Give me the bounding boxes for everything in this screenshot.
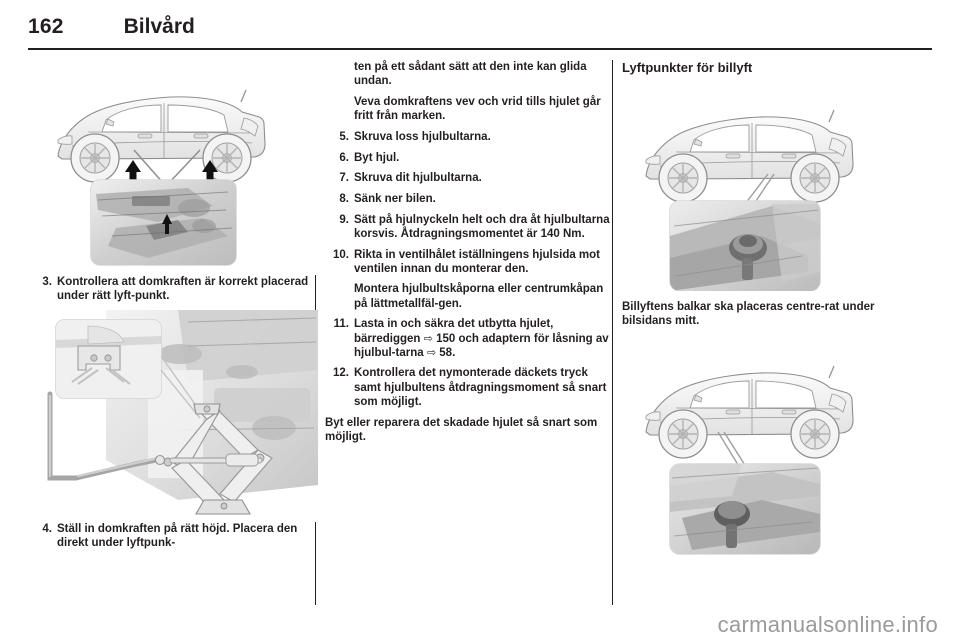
step-11-text-mid: och adaptern för låsning av hjulbul‑tarn… bbox=[354, 332, 609, 359]
step-11-text-before: Lasta in och säkra det utbytta hjulet, b… bbox=[354, 318, 554, 345]
step-8-text: Sänk ner bilen. bbox=[354, 192, 436, 205]
step-11-ref-2: 58 bbox=[439, 346, 453, 359]
left-step-list: 3. Kontrollera att domkraften är korrekt… bbox=[28, 275, 318, 303]
page-number: 162 bbox=[28, 15, 64, 38]
middle-step-list: 5. Skruva loss hjulbultarna. 6. Byt hjul… bbox=[325, 130, 615, 409]
step-5-number: 5. bbox=[339, 130, 349, 143]
step-11-ref-1: 150 bbox=[436, 332, 456, 345]
closing-paragraph: Byt eller reparera det skadade hjulet så… bbox=[325, 416, 598, 443]
step-3-text: Kontrollera att domkraften är korrekt pl… bbox=[57, 276, 309, 303]
step-5: 5. Skruva loss hjulbultarna. bbox=[325, 130, 615, 144]
right-column: Lyftpunkter för billyft bbox=[622, 60, 912, 559]
scissor-jack-figure bbox=[28, 309, 318, 522]
step-9-text: Sätt på hjulnyckeln helt och dra åt hjul… bbox=[354, 213, 610, 240]
step-10-text: Rikta in ventilhålet iställningens hjuls… bbox=[354, 248, 601, 275]
step-9-number: 9. bbox=[339, 213, 349, 226]
step-12-number: 12. bbox=[333, 367, 349, 380]
step-6-number: 6. bbox=[339, 151, 349, 164]
paragraph-continued-2: Veva domkraftens vev och vrid tills hjul… bbox=[354, 95, 601, 123]
step-12-text: Kontrollera det nymonterade däckets tryc… bbox=[354, 367, 607, 408]
paragraph-after-step-10: Montera hjulbultskåporna eller centrumkå… bbox=[354, 283, 604, 310]
step-12: 12. Kontrollera det nymonterade däckets … bbox=[325, 366, 615, 409]
left-column: 3. Kontrollera att domkraften är korrekt… bbox=[28, 60, 318, 557]
step-4: 4. Ställ in domkraften på rätt höjd. Pla… bbox=[28, 522, 318, 550]
step-7-text: Skruva dit hjulbultarna. bbox=[354, 172, 482, 185]
step-6: 6. Byt hjul. bbox=[325, 151, 615, 165]
site-watermark: carmanualsonline.info bbox=[717, 612, 938, 637]
step-10: 10. Rikta in ventilhålet iställningens h… bbox=[325, 248, 615, 276]
step-6-text: Byt hjul. bbox=[354, 151, 400, 164]
step-11-text: Lasta in och säkra det utbytta hjulet, b… bbox=[354, 317, 615, 360]
cross-reference-arrow-icon-1: ⇨ bbox=[423, 331, 433, 345]
step-3-number: 3. bbox=[42, 276, 52, 288]
left-step-list-2: 4. Ställ in domkraften på rätt höjd. Pla… bbox=[28, 522, 318, 550]
cross-reference-arrow-icon-2: ⇨ bbox=[426, 345, 437, 359]
step-4-number: 4. bbox=[42, 522, 52, 535]
paragraph-continued-1: ten på ett sådant sätt att den inte kan … bbox=[354, 61, 587, 88]
step-7-number: 7. bbox=[339, 172, 349, 185]
page-header: 162 Bilvård bbox=[28, 14, 932, 50]
step-4-text: Ställ in domkraften på rätt höjd. Placer… bbox=[57, 522, 298, 550]
vehicle-lift-rear-point-figure bbox=[622, 336, 912, 559]
step-11-text-after: . bbox=[452, 346, 456, 359]
middle-column: ten på ett sådant sätt att den inte kan … bbox=[325, 60, 615, 450]
section-title-lift-points: Lyftpunkter för billyft bbox=[622, 60, 753, 75]
step-8: 8. Sänk ner bilen. bbox=[325, 192, 615, 206]
step-11: 11. Lasta in och säkra det utbytta hjule… bbox=[325, 317, 615, 360]
chapter-title: Bilvård bbox=[123, 15, 195, 38]
column-divider-2 bbox=[612, 60, 613, 605]
step-7: 7. Skruva dit hjulbultarna. bbox=[325, 171, 615, 185]
step-9: 9. Sätt på hjulnyckeln helt och dra åt h… bbox=[325, 213, 615, 241]
step-10-number: 10. bbox=[333, 248, 349, 261]
lift-beam-caption: Billyftens balkar ska placeras centre‑ra… bbox=[622, 301, 875, 328]
vehicle-lift-front-point-figure bbox=[622, 86, 912, 291]
jack-points-underbody-figure bbox=[28, 60, 318, 275]
step-8-number: 8. bbox=[339, 192, 349, 205]
step-5-text: Skruva loss hjulbultarna. bbox=[354, 130, 491, 143]
step-11-number: 11. bbox=[333, 318, 349, 331]
step-3: 3. Kontrollera att domkraften är korrekt… bbox=[28, 275, 318, 303]
